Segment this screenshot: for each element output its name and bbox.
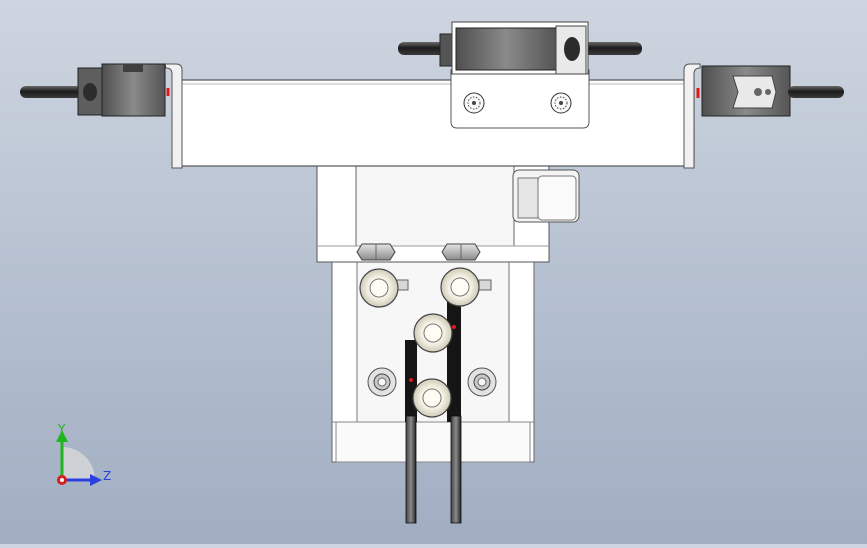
hex-nut-left <box>356 243 396 261</box>
horizontal-beam <box>175 79 695 167</box>
top-cylinder <box>439 21 589 75</box>
bracket-left <box>164 63 183 169</box>
bolt-head-right <box>550 92 572 114</box>
bracket-right <box>683 63 701 169</box>
axis-z-label: Z <box>103 469 111 483</box>
cylinder-right <box>701 65 791 117</box>
rod-top-left <box>398 42 448 55</box>
axis-y-arrow <box>56 430 68 480</box>
axis-x-origin <box>57 475 67 485</box>
roller-top-right <box>440 267 492 307</box>
axis-triad: Y Z <box>56 422 111 486</box>
guide-plate-left <box>405 340 417 422</box>
axis-y-label: Y <box>57 422 66 436</box>
hex-nut-right <box>441 243 481 261</box>
roller-bottom <box>412 378 452 418</box>
bolt-head-left <box>463 92 485 114</box>
rod-right <box>788 86 844 98</box>
side-valve-block <box>512 169 580 223</box>
roller-top-left <box>359 268 409 308</box>
top-mounting-plate <box>450 69 590 129</box>
rod-top-right <box>580 42 642 55</box>
cylinder-left <box>77 63 166 117</box>
rod-left <box>20 86 82 98</box>
mounting-hole-left <box>367 367 397 397</box>
vertical-rod-right <box>450 415 462 524</box>
vertical-rod-left <box>405 415 417 524</box>
mounting-hole-right <box>467 367 497 397</box>
roller-middle <box>413 313 453 353</box>
